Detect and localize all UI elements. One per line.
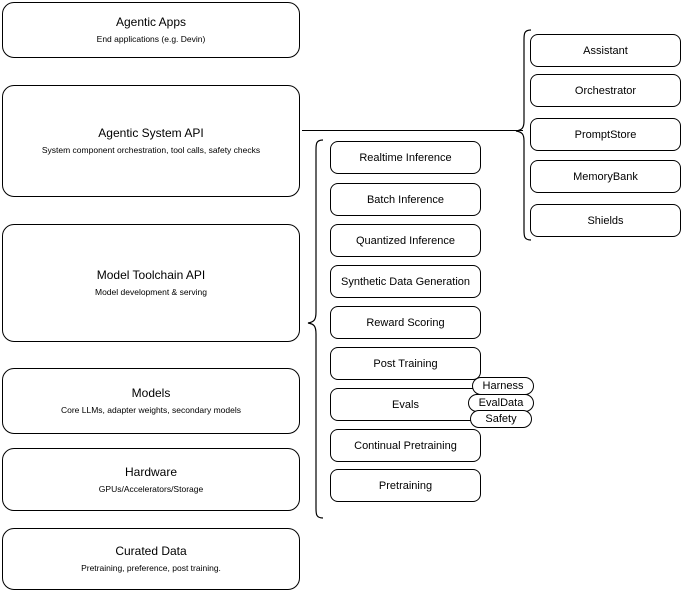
item-label: Orchestrator bbox=[574, 84, 637, 97]
item-label: Continual Pretraining bbox=[354, 439, 457, 452]
toolchain-item-batch-inference[interactable]: Batch Inference bbox=[330, 183, 481, 216]
system-item-assistant[interactable]: Assistant bbox=[530, 34, 681, 67]
badge-label: Harness bbox=[482, 380, 524, 392]
system-item-orchestrator[interactable]: Orchestrator bbox=[530, 74, 681, 107]
layer-box-agentic-apps[interactable]: Agentic Apps End applications (e.g. Devi… bbox=[2, 2, 300, 58]
item-label: MemoryBank bbox=[573, 170, 638, 183]
system-item-shields[interactable]: Shields bbox=[530, 204, 681, 237]
item-label: Synthetic Data Generation bbox=[340, 275, 471, 288]
layer-title: Curated Data bbox=[115, 544, 187, 559]
eval-badge-harness[interactable]: Harness bbox=[472, 377, 534, 395]
badge-label: Safety bbox=[485, 413, 517, 425]
item-label: Reward Scoring bbox=[366, 316, 445, 329]
layer-box-models[interactable]: Models Core LLMs, adapter weights, secon… bbox=[2, 368, 300, 434]
toolchain-item-pretraining[interactable]: Pretraining bbox=[330, 469, 481, 502]
toolchain-item-quantized-inference[interactable]: Quantized Inference bbox=[330, 224, 481, 257]
connector-line-system-api bbox=[302, 130, 523, 131]
item-label: Post Training bbox=[373, 357, 438, 370]
layer-title: Agentic System API bbox=[98, 126, 204, 141]
layer-box-agentic-system-api[interactable]: Agentic System API System component orch… bbox=[2, 85, 300, 197]
layer-subtitle: System component orchestration, tool cal… bbox=[41, 145, 261, 156]
layer-subtitle: End applications (e.g. Devin) bbox=[96, 34, 206, 45]
toolchain-item-realtime-inference[interactable]: Realtime Inference bbox=[330, 141, 481, 174]
layer-title: Agentic Apps bbox=[115, 15, 187, 30]
layer-box-curated-data[interactable]: Curated Data Pretraining, preference, po… bbox=[2, 528, 300, 590]
layer-title: Models bbox=[131, 386, 171, 401]
layer-subtitle: Pretraining, preference, post training. bbox=[81, 563, 221, 574]
layer-title: Hardware bbox=[124, 464, 178, 479]
toolchain-item-continual-pretraining[interactable]: Continual Pretraining bbox=[330, 429, 481, 462]
item-label: Shields bbox=[587, 214, 624, 227]
item-label: Assistant bbox=[583, 44, 628, 57]
toolchain-item-evals[interactable]: Evals bbox=[330, 388, 481, 421]
eval-badge-safety[interactable]: Safety bbox=[470, 410, 532, 428]
toolchain-item-synthetic-data-generation[interactable]: Synthetic Data Generation bbox=[330, 265, 481, 298]
toolchain-item-reward-scoring[interactable]: Reward Scoring bbox=[330, 306, 481, 339]
item-label: Batch Inference bbox=[366, 193, 445, 206]
item-label: Quantized Inference bbox=[355, 234, 456, 247]
layer-box-model-toolchain-api[interactable]: Model Toolchain API Model development & … bbox=[2, 224, 300, 342]
system-item-memorybank[interactable]: MemoryBank bbox=[530, 160, 681, 193]
layer-title: Model Toolchain API bbox=[96, 268, 206, 283]
layer-box-hardware[interactable]: Hardware GPUs/Accelerators/Storage bbox=[2, 448, 300, 511]
item-label: Pretraining bbox=[378, 479, 433, 492]
brace-system-components bbox=[515, 29, 532, 241]
layer-subtitle: Core LLMs, adapter weights, secondary mo… bbox=[60, 405, 241, 416]
item-label: Realtime Inference bbox=[359, 151, 452, 164]
system-item-promptstore[interactable]: PromptStore bbox=[530, 118, 681, 151]
badge-label: EvalData bbox=[478, 397, 524, 409]
layer-subtitle: GPUs/Accelerators/Storage bbox=[98, 483, 204, 494]
layer-subtitle: Model development & serving bbox=[95, 287, 207, 298]
eval-badge-evaldata[interactable]: EvalData bbox=[468, 394, 534, 412]
toolchain-item-post-training[interactable]: Post Training bbox=[330, 347, 481, 380]
item-label: Evals bbox=[392, 398, 419, 411]
brace-toolchain bbox=[307, 139, 324, 519]
item-label: PromptStore bbox=[574, 128, 637, 141]
